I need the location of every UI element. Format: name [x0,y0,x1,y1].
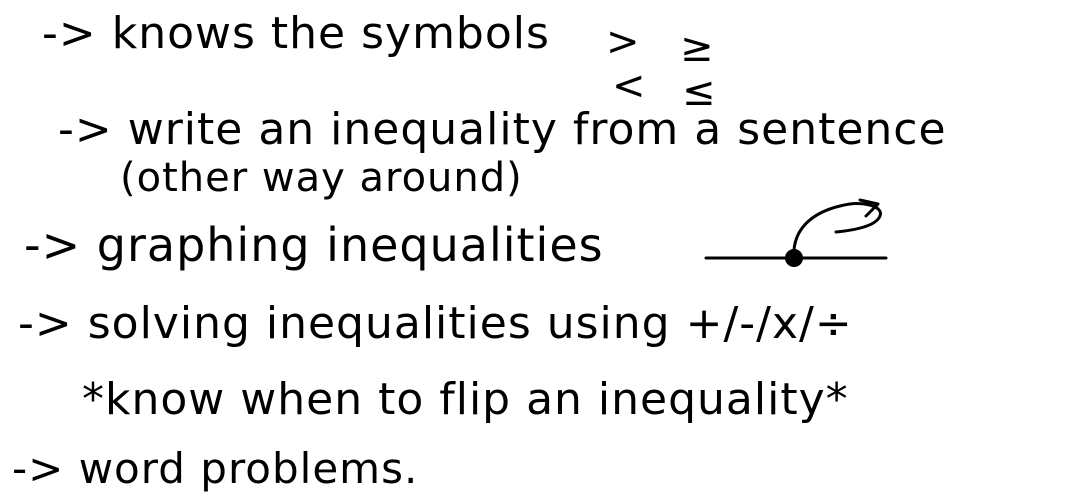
note-write-inequality: -> write an inequality from a sentence [58,104,947,155]
jump-arrow [792,202,882,252]
symbol-greater-equal: ≥ [680,25,714,71]
note-word-problems: -> word problems. [12,444,419,493]
arrow-tip [858,198,880,218]
note-graphing-inequalities: -> graphing inequalities [24,218,604,272]
note-solving-inequalities: -> solving inequalities using +/-/x/÷ [18,298,853,349]
symbol-less-equal: ≤ [682,69,716,115]
note-know-when-to-flip: *know when to flip an inequality* [82,374,849,425]
symbol-less-than: < [612,63,646,109]
note-knows-the-symbols: -> knows the symbols [42,8,550,59]
closed-dot [785,249,803,267]
symbol-greater-than: > [606,19,640,65]
note-other-way-around: (other way around) [120,155,523,201]
